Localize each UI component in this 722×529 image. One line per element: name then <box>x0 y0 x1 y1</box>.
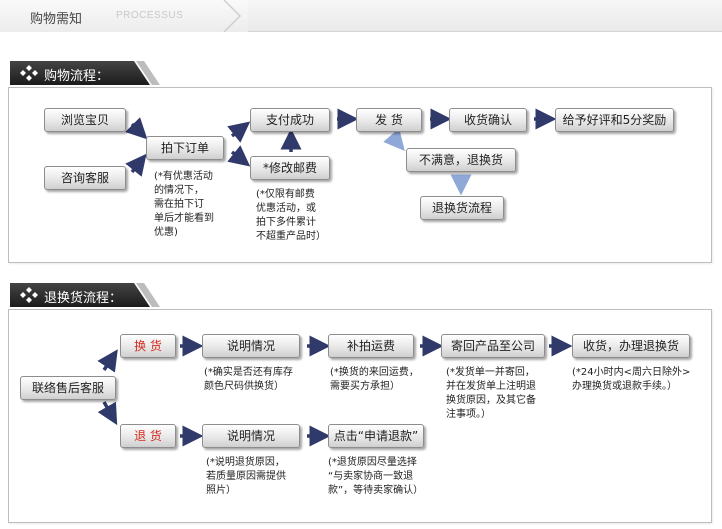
confirm-receipt-box[interactable]: 收货确认 <box>449 108 527 132</box>
reshoot-shipping-box[interactable]: 补拍运费 <box>328 334 414 358</box>
diamond-cluster-icon <box>20 65 38 81</box>
diamond-cluster-icon <box>20 287 38 303</box>
explain-situation-refund-box[interactable]: 说明情况 <box>202 424 300 448</box>
send-back-note: (*发货单一并寄回，并在发货单上注明退换货原因，及其它备注事项。） <box>446 367 536 420</box>
shipping-note: (*换货的来回运费，需要买方承担） <box>330 367 419 392</box>
exchange-box[interactable]: 换 货 <box>120 334 176 358</box>
shopping-section-header: 购物流程： <box>10 61 160 85</box>
returns-section-header: 退换货流程： <box>10 283 160 307</box>
header-tab <box>0 0 248 32</box>
page-title: 购物需知 <box>30 12 83 27</box>
browse-item-box[interactable]: 浏览宝贝 <box>44 108 126 132</box>
receive-note: (*24小时内<周六日除外>办理换货或退款手续。） <box>572 367 691 392</box>
exchange-explain-note: (*确实是否还有库存颜色尺码供换货） <box>204 367 293 392</box>
review-reward-box[interactable]: 给予好评和5分奖励 <box>555 108 674 132</box>
explain-situation-exchange-box[interactable]: 说明情况 <box>202 334 300 358</box>
section-tab-shape <box>10 283 160 307</box>
payment-success-box[interactable]: 支付成功 <box>250 108 330 132</box>
unsatisfied-return-box[interactable]: 不满意，退换货 <box>406 148 516 172</box>
contact-aftersales-box[interactable]: 联络售后客服 <box>20 376 116 400</box>
ship-box[interactable]: 发 货 <box>356 108 422 132</box>
refund-explain-note: (*说明退货原因，若质量原因需提供照片） <box>206 457 286 496</box>
section-tab-shape <box>10 61 160 85</box>
apply-refund-note: (*退货原因尽量选择“与卖家协商一致退款”，等待卖家确认） <box>328 457 424 496</box>
consult-service-box[interactable]: 咨询客服 <box>44 166 126 190</box>
postage-note: (*仅限有邮费优惠活动，或拍下多件累计不超重产品时） <box>256 189 326 242</box>
return-flow-box[interactable]: 退换货流程 <box>420 196 504 220</box>
send-back-box[interactable]: 寄回产品至公司 <box>441 334 545 358</box>
refund-box[interactable]: 退 货 <box>120 424 176 448</box>
section-title: 购物流程： <box>44 69 110 84</box>
order-note: (*有优惠活动的情况下，需在拍下订单后才能看到优惠) <box>154 171 214 238</box>
modify-postage-box[interactable]: *修改邮费 <box>250 156 330 180</box>
page-subtitle: PROCESSUS <box>116 10 184 21</box>
top-header-bar: 购物需知 PROCESSUS <box>0 0 722 32</box>
place-order-box[interactable]: 拍下订单 <box>146 136 224 160</box>
chevron-right-icon <box>223 0 242 32</box>
receive-process-box[interactable]: 收货，办理退换货 <box>572 334 690 358</box>
section-title: 退换货流程： <box>44 291 123 306</box>
apply-refund-box[interactable]: 点击“申请退款” <box>328 424 424 448</box>
